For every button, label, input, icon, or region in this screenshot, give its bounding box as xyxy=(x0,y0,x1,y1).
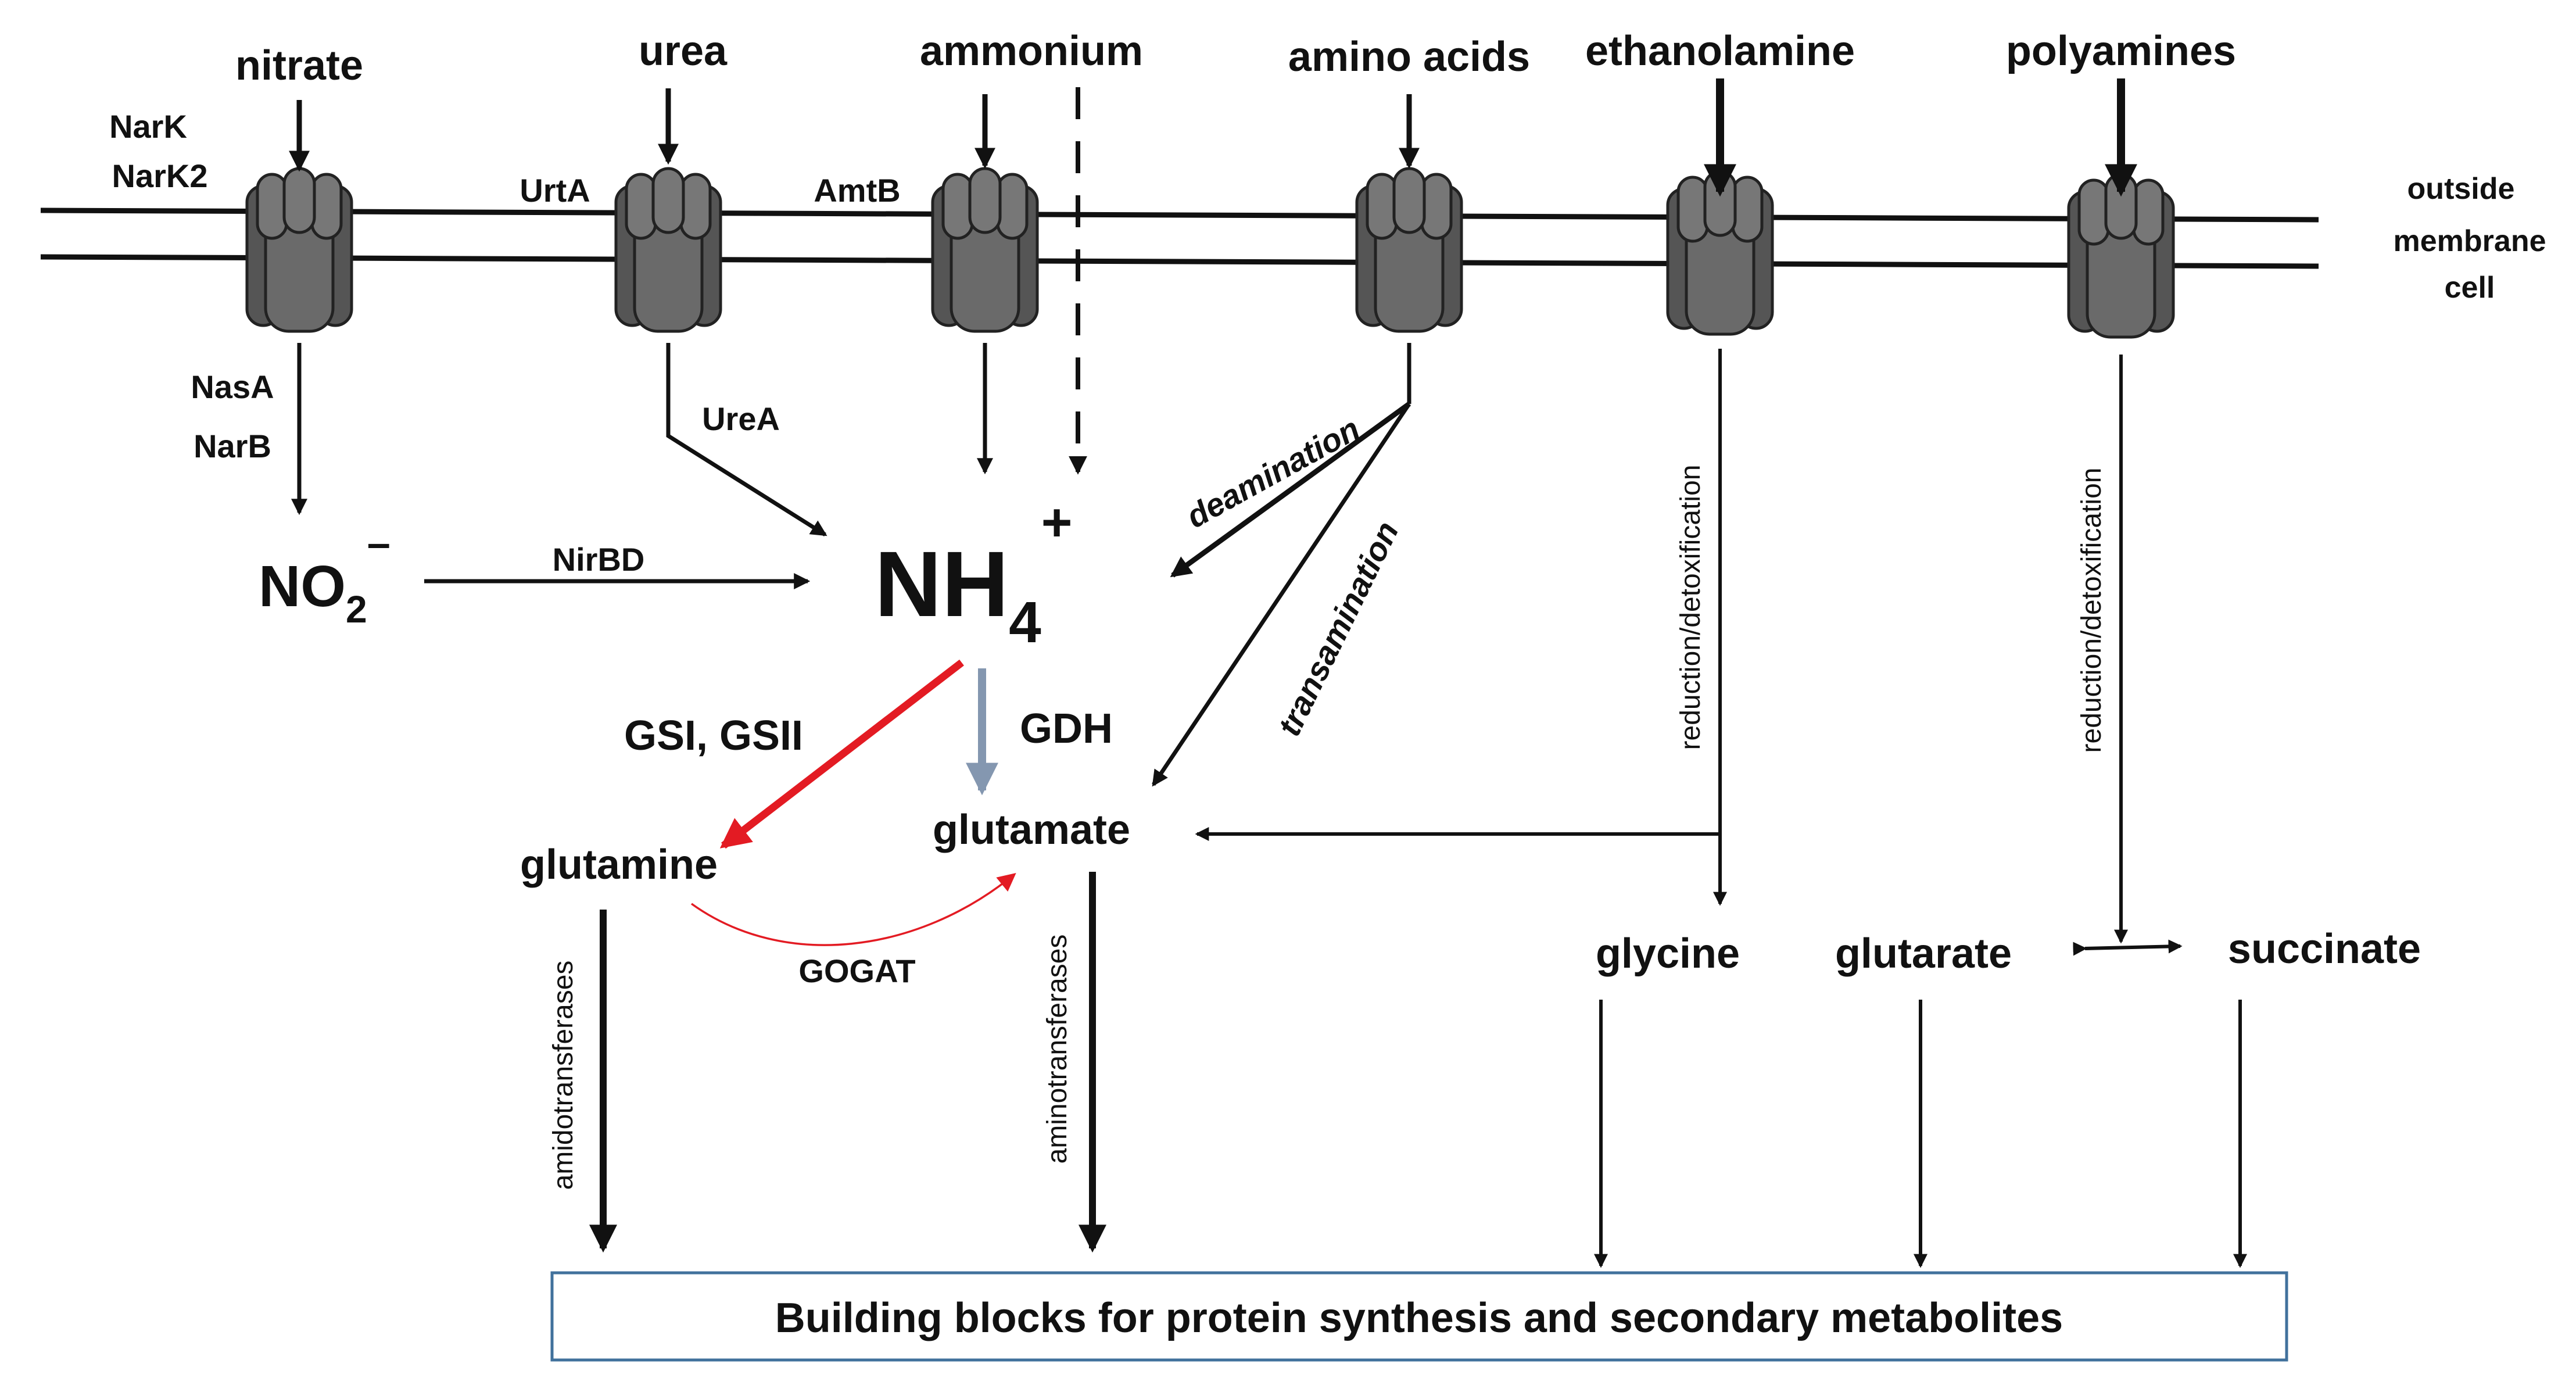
label-nark2: NarK2 xyxy=(112,158,208,194)
label-succinate: succinate xyxy=(2228,926,2421,972)
label-nitrate: nitrate xyxy=(235,42,363,89)
channel-ammonium-transporter xyxy=(933,169,1037,331)
label-narb: NarB xyxy=(194,428,271,464)
channel-polyamine-transporter xyxy=(2069,174,2173,337)
label-ammonium: ammonium xyxy=(920,28,1143,74)
label-nitrite: NO2– xyxy=(259,520,390,631)
label-aminotransferases: aminotransferases xyxy=(1042,935,1073,1164)
label-nirbd: NirBD xyxy=(553,541,645,578)
label-urta: UrtA xyxy=(520,172,590,209)
arrow-gs-red xyxy=(719,659,964,849)
output-box-label: Building blocks for protein synthesis an… xyxy=(775,1295,2063,1341)
uptake-arrows xyxy=(289,78,2137,197)
label-gdh: GDH xyxy=(1020,706,1113,752)
label-gs: GSI, GSII xyxy=(624,713,803,759)
label-glutamate: glutamate xyxy=(933,807,1130,853)
cell-membrane xyxy=(40,207,2319,269)
arrow-deamination xyxy=(1170,402,1411,578)
channel-amino-acid-transporter xyxy=(1357,169,1461,331)
label-nasa: NasA xyxy=(191,368,274,405)
label-glycine: glycine xyxy=(1596,930,1740,977)
label-gogat: GOGAT xyxy=(798,953,915,989)
channel-nitrate-transporter xyxy=(247,169,352,331)
label-deamination: deamination xyxy=(1180,410,1366,535)
label-membrane: membrane xyxy=(2394,224,2546,258)
label-amino-acids: amino acids xyxy=(1288,34,1530,80)
pathway-arrows xyxy=(291,87,2247,1268)
label-cell: cell xyxy=(2445,271,2495,305)
label-reduction-polyamines: reduction/detoxification xyxy=(2076,468,2107,753)
label-outside: outside xyxy=(2407,172,2515,206)
label-amidotransferases: amidotransferases xyxy=(548,961,579,1190)
label-reduction-ethanolamine: reduction/detoxification xyxy=(1675,465,1706,750)
arrow-urea-to-ammonium xyxy=(666,343,827,536)
label-urea: urea xyxy=(639,28,728,74)
label-transamination: transamination xyxy=(1270,516,1406,741)
output-box xyxy=(550,1271,2288,1362)
label-ammonium-ion: NH4+ xyxy=(875,493,1072,655)
label-glutamine: glutamine xyxy=(520,842,718,888)
label-amtb: AmtB xyxy=(814,172,900,209)
label-nark: NarK xyxy=(109,108,187,145)
label-ethanolamine: ethanolamine xyxy=(1585,28,1855,74)
arrow-transamination xyxy=(1152,403,1411,787)
label-urea-enzyme: UreA xyxy=(702,400,780,437)
arrow-gogat-red xyxy=(690,873,1016,946)
label-polyamines: polyamines xyxy=(2006,28,2236,74)
channel-urea-transporter xyxy=(616,169,721,331)
channel-ethanolamine-transporter xyxy=(1668,171,1772,334)
arrow-glutarate-succinate xyxy=(2073,939,2183,956)
label-glutarate: glutarate xyxy=(1835,930,2012,977)
